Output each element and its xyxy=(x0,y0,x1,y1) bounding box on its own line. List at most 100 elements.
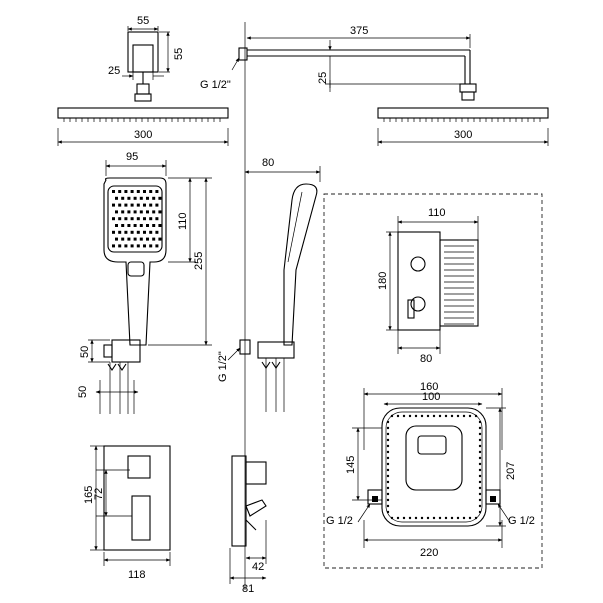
spray-nozzle xyxy=(127,210,131,214)
spray-nozzle xyxy=(146,196,149,200)
dim-hand-depth: 80 xyxy=(262,157,274,169)
frame-dot xyxy=(386,510,390,514)
frame-dot xyxy=(478,426,482,430)
dim-plate-width: 118 xyxy=(128,569,146,581)
frame-dot xyxy=(438,414,442,418)
spray-nozzle xyxy=(155,203,159,207)
spray-nozzle xyxy=(124,230,128,234)
spray-nozzle xyxy=(118,203,122,207)
spray-nozzle xyxy=(139,237,143,241)
dim-head-width-right: 300 xyxy=(454,129,472,141)
frame-dot xyxy=(386,486,390,490)
spray-nozzle xyxy=(158,196,162,200)
dim-head-width-left: 300 xyxy=(134,129,152,141)
dim-arm-length: 375 xyxy=(350,25,368,37)
dim-bracket-width: 55 xyxy=(137,15,149,27)
frame-dot xyxy=(478,432,482,436)
spray-nozzle xyxy=(139,210,143,214)
frame-dot xyxy=(414,516,418,520)
frame-dot xyxy=(478,480,482,484)
frame-dot xyxy=(432,414,436,418)
spray-nozzle xyxy=(127,224,131,227)
frame-dot xyxy=(444,414,448,418)
spray-nozzle xyxy=(112,244,115,248)
frame-dot xyxy=(386,504,390,508)
spray-nozzle xyxy=(133,224,137,227)
frame-dot xyxy=(386,444,390,448)
spray-nozzle xyxy=(112,217,115,221)
dim-plate-total-depth: 81 xyxy=(242,583,254,595)
spray-nozzle xyxy=(130,230,134,234)
frame-dot xyxy=(386,450,390,454)
spray-nozzle xyxy=(155,190,159,193)
spray-nozzle xyxy=(149,244,153,248)
thread-label-left: G 1/2 xyxy=(326,515,353,527)
frame-dot xyxy=(386,498,390,502)
frame-dot xyxy=(474,414,478,418)
frame-dot xyxy=(402,414,406,418)
spray-nozzle xyxy=(152,210,156,214)
spray-nozzle xyxy=(121,224,125,227)
frame-dot xyxy=(390,414,394,418)
frame-dot xyxy=(414,414,418,418)
frame-dot xyxy=(390,516,394,520)
dim-arm-drop: 25 xyxy=(317,72,329,84)
spray-nozzle xyxy=(115,237,118,241)
spray-nozzle xyxy=(143,230,146,234)
frame-dot xyxy=(468,516,472,520)
spray-nozzle xyxy=(149,190,153,193)
thread-label-right: G 1/2 xyxy=(508,515,535,527)
dim-holder-width: 50 xyxy=(77,386,89,398)
frame-dot xyxy=(478,486,482,490)
spray-nozzle xyxy=(139,196,143,200)
spray-nozzle xyxy=(130,217,134,221)
thread-label-top: G 1/2" xyxy=(200,79,231,91)
spray-nozzle xyxy=(152,237,156,241)
frame-dot xyxy=(420,414,424,418)
spray-nozzle xyxy=(146,237,149,241)
dim-frame-total-height: 207 xyxy=(505,462,517,480)
frame-dot xyxy=(444,516,448,520)
frame-dot xyxy=(432,516,436,520)
frame-dot xyxy=(386,426,390,430)
spray-nozzle xyxy=(158,224,162,227)
frame-dot xyxy=(462,516,466,520)
dim-bracket-offset: 25 xyxy=(108,65,120,77)
frame-dot xyxy=(456,516,460,520)
spray-nozzle xyxy=(158,210,162,214)
spray-nozzle xyxy=(115,224,118,227)
spray-nozzle xyxy=(127,196,131,200)
spray-nozzle xyxy=(136,244,140,248)
frame-dot xyxy=(478,456,482,460)
spray-nozzle xyxy=(118,217,122,221)
frame-dot xyxy=(468,414,472,418)
spray-nozzle xyxy=(143,190,146,193)
dim-box-depth: 80 xyxy=(420,353,432,365)
frame-dot xyxy=(386,462,390,466)
frame-dot xyxy=(478,420,482,424)
concealed-body-top xyxy=(386,216,479,354)
frame-dot xyxy=(386,480,390,484)
frame-dot xyxy=(396,516,400,520)
frame-dot xyxy=(386,468,390,472)
spray-nozzle xyxy=(155,244,159,248)
spray-nozzle xyxy=(143,203,146,207)
dim-holder-height: 50 xyxy=(79,346,91,358)
spray-nozzle xyxy=(133,210,137,214)
dim-plate-height: 165 xyxy=(83,486,95,504)
bracket-view xyxy=(122,26,170,102)
rain-head-right xyxy=(377,107,549,146)
spray-nozzle xyxy=(124,217,128,221)
shower-arm-view xyxy=(231,34,477,101)
frame-dot xyxy=(438,516,442,520)
spray-nozzle xyxy=(112,190,115,193)
rain-head-left xyxy=(57,107,229,146)
spray-nozzle xyxy=(127,237,131,241)
spray-nozzle xyxy=(136,203,140,207)
dim-frame-total-width: 220 xyxy=(420,547,438,559)
mixer-side xyxy=(229,455,267,584)
spray-nozzle xyxy=(121,210,125,214)
spray-nozzle xyxy=(124,203,128,207)
spray-nozzle xyxy=(121,196,125,200)
